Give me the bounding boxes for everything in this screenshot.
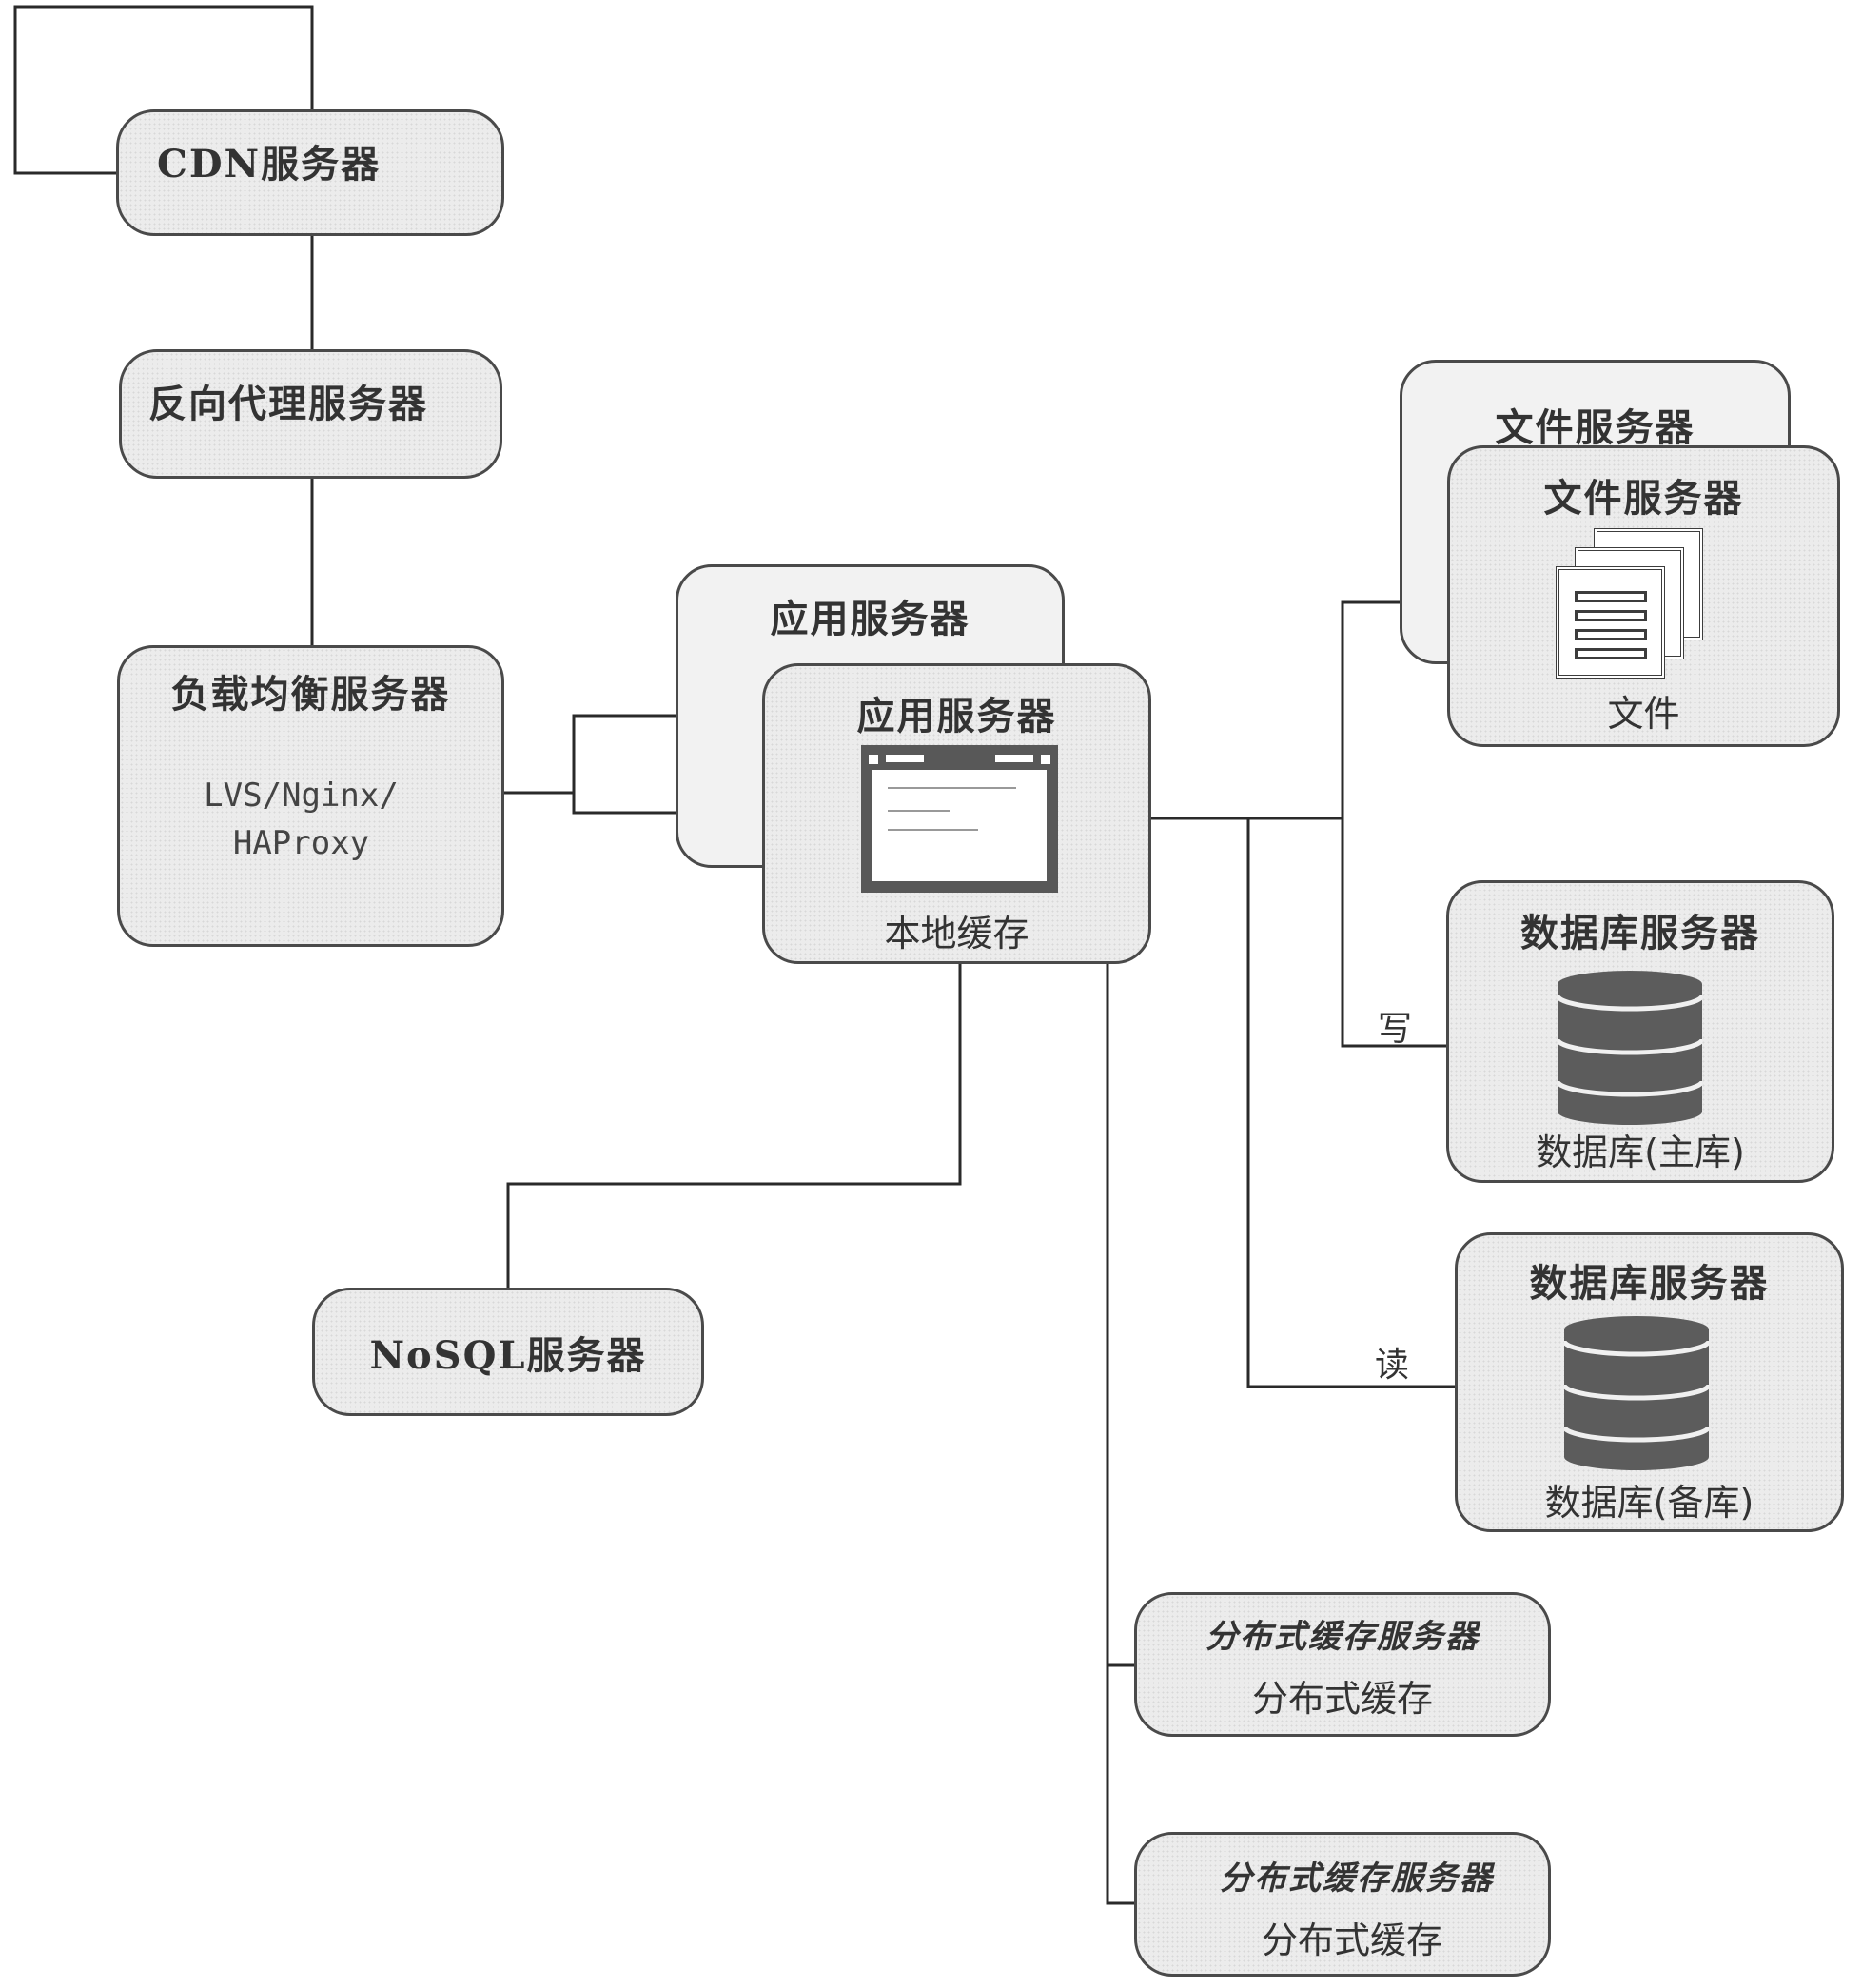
local-cache-caption: 本地缓存 xyxy=(884,913,1029,955)
db-slave-title: 数据库服务器 xyxy=(1529,1261,1770,1306)
dist-cache-server-1-title: 分布式缓存服务器 xyxy=(1205,1618,1480,1656)
reverse-proxy-title: 反向代理服务器 xyxy=(148,382,428,426)
cdn-server-node[interactable]: CDN服务器 xyxy=(116,109,504,236)
read-label: 读 xyxy=(1375,1346,1410,1385)
nosql-server-node[interactable]: NoSQL服务器 xyxy=(312,1288,704,1416)
app-server-front-title: 应用服务器 xyxy=(856,694,1057,738)
file-caption: 文件 xyxy=(1607,693,1680,735)
load-balancer-detail-2: HAProxy xyxy=(232,824,370,862)
dist-cache-2-caption: 分布式缓存 xyxy=(1261,1919,1442,1961)
load-balancer-detail-1: LVS/Nginx/ xyxy=(204,777,399,815)
file-server-back-title: 文件服务器 xyxy=(1495,405,1695,450)
cdn-loop-connector xyxy=(13,5,314,175)
load-balancer-node[interactable]: 负载均衡服务器 LVS/Nginx/ HAProxy xyxy=(117,645,504,947)
dist-cache-trunk-connector xyxy=(1106,818,1134,1905)
app-server-front-node[interactable]: 应用服务器 本地缓存 xyxy=(762,663,1151,964)
db-master-caption: 数据库(主库) xyxy=(1536,1132,1745,1173)
dist-cache-server-1-node[interactable]: 分布式缓存服务器 分布式缓存 xyxy=(1134,1592,1551,1737)
dist-cache-server-2-title: 分布式缓存服务器 xyxy=(1220,1860,1494,1898)
file-server-front-title: 文件服务器 xyxy=(1543,476,1744,521)
load-balancer-title: 负载均衡服务器 xyxy=(170,672,451,717)
cdn-server-title: CDN服务器 xyxy=(157,142,382,187)
db-master-node[interactable]: 数据库服务器 数据库(主库) xyxy=(1446,880,1834,1183)
file-stack-icon xyxy=(1556,528,1708,680)
db-slave-caption: 数据库(备库) xyxy=(1544,1482,1754,1524)
database-icon xyxy=(1558,971,1702,1125)
window-icon xyxy=(861,745,1058,893)
db-master-title: 数据库服务器 xyxy=(1520,911,1760,955)
app-server-back-title: 应用服务器 xyxy=(770,597,970,641)
reverse-proxy-node[interactable]: 反向代理服务器 xyxy=(119,349,502,479)
dist-cache-1-caption: 分布式缓存 xyxy=(1251,1678,1433,1720)
read-connector xyxy=(1246,818,1455,1388)
database-icon xyxy=(1564,1316,1709,1470)
app-bracket-connector xyxy=(572,714,762,815)
nosql-connector xyxy=(506,964,962,1288)
dist-cache-server-2-node[interactable]: 分布式缓存服务器 分布式缓存 xyxy=(1134,1832,1551,1977)
write-label: 写 xyxy=(1378,1010,1413,1049)
nosql-server-title: NoSQL服务器 xyxy=(369,1333,647,1378)
